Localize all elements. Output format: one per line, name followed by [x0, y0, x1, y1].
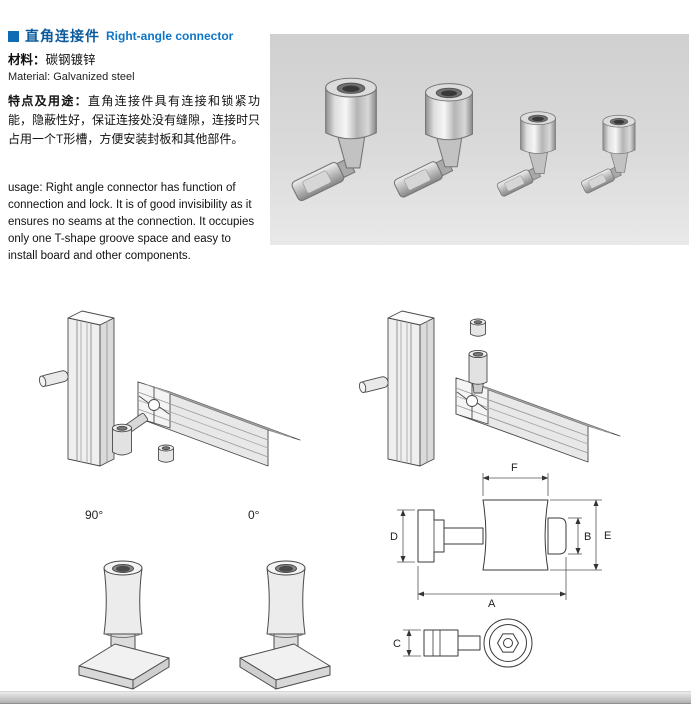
bolt-head-bottom-view [423, 629, 459, 657]
dim-label-f: F [511, 462, 518, 474]
dim-label-b: B [584, 531, 591, 543]
angle-90-label: 90° [85, 508, 104, 522]
locating-pin [38, 370, 69, 388]
features-label: 特点及用途： [8, 94, 88, 108]
page-header: 直角连接件 Right-angle connector [8, 26, 233, 46]
page-footer-bar [0, 691, 691, 704]
header-bullet-icon [8, 30, 19, 42]
dim-label-c: C [393, 638, 401, 650]
view-0-degree: 0° [208, 496, 368, 692]
assembly-illustration-right [358, 310, 621, 467]
loose-nut-part [470, 318, 486, 337]
material-value-cn: 碳钢镀锌 [45, 53, 96, 67]
shaft-side-view [443, 527, 484, 545]
dim-label-a: A [488, 598, 496, 610]
connector-90deg-drawing [78, 560, 170, 690]
page-title-en: Right-angle connector [106, 29, 234, 43]
angle-0-label: 0° [248, 508, 260, 522]
material-line-cn: 材料：碳钢镀锌 [8, 52, 135, 69]
material-section: 材料：碳钢镀锌 Material: Galvanized steel [8, 52, 135, 86]
product-photo [270, 34, 689, 245]
features-section: 特点及用途：直角连接件具有连接和锁紧功能，隐蔽性好，保证连接处没有缝隙，连接时只… [8, 92, 260, 149]
body-side-view [482, 499, 549, 571]
right-angle-connector-part [468, 349, 488, 394]
dim-label-d: D [390, 531, 398, 543]
end-cap-side-view [547, 517, 567, 555]
loose-nut-part [158, 444, 174, 463]
locating-pin [358, 376, 389, 394]
view-90-degree: 90° [45, 496, 205, 692]
t-head-side-view [417, 509, 445, 563]
assembly-illustration-left [38, 310, 301, 467]
material-line-en: Material: Galvanized steel [8, 71, 135, 83]
dimension-drawing: F D A B E C [390, 462, 611, 668]
usage-text-en: usage: Right angle connector has functio… [8, 182, 255, 262]
page-title-cn: 直角连接件 [25, 28, 100, 44]
features-text-cn: 直角连接件具有连接和锁紧功能，隐蔽性好，保证连接处没有缝隙，连接时只占用一个T形… [8, 94, 261, 146]
right-angle-connector-part [112, 412, 148, 456]
connector-0deg-drawing [239, 560, 331, 690]
dim-label-e: E [604, 530, 611, 542]
material-label: 材料： [8, 53, 46, 67]
